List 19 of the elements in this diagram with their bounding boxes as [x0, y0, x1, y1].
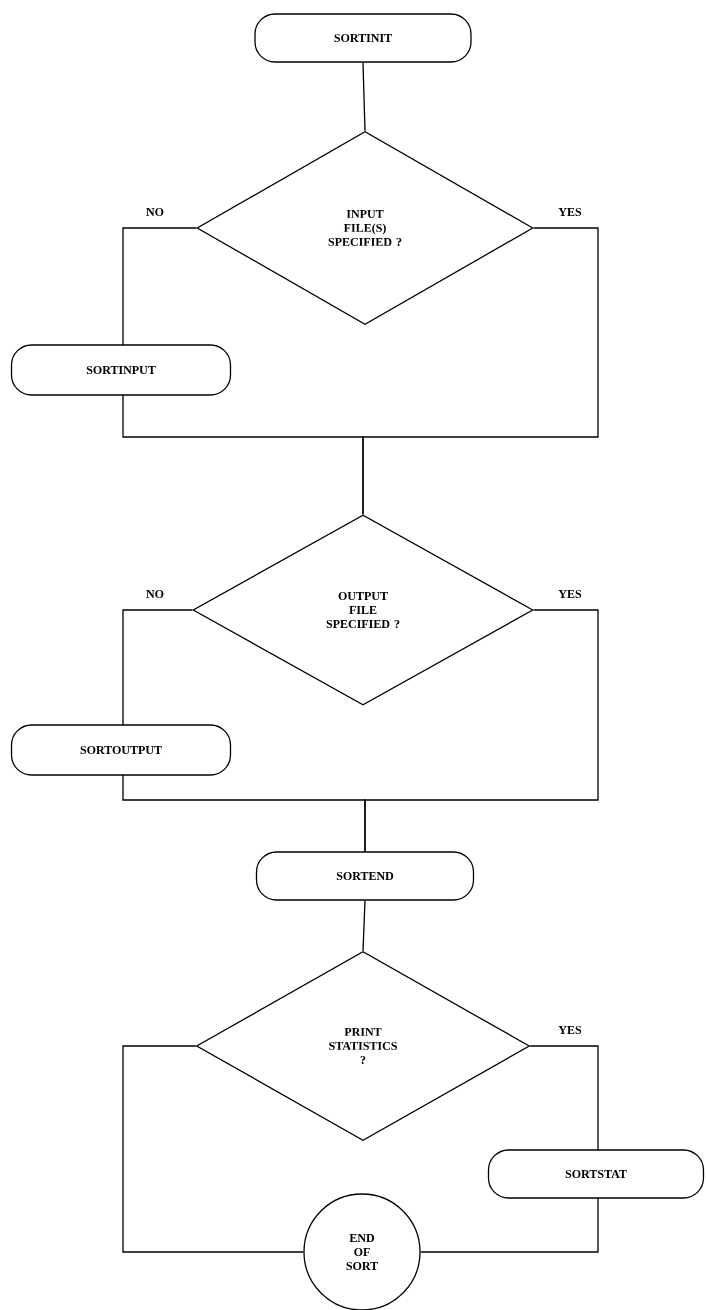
connector-line: [529, 1045, 599, 1151]
edge-label: NO: [145, 207, 165, 218]
terminal-box: SORTINPUT: [10, 344, 232, 396]
terminal-box: SORTSTAT: [487, 1149, 705, 1199]
terminal-box: SORTINIT: [254, 13, 472, 63]
edge-label: YES: [557, 589, 583, 600]
connector-line: [122, 1045, 304, 1253]
terminal-box: SORTOUTPUT: [10, 724, 232, 776]
edge-label: YES: [557, 207, 583, 218]
connector-line: [364, 609, 599, 852]
connector-line: [122, 227, 197, 346]
edge-label: NO: [145, 589, 165, 600]
connector-line: [362, 62, 366, 132]
terminal-box: SORTEND: [255, 851, 475, 901]
connector-line: [122, 609, 193, 726]
connector-line: [362, 227, 599, 515]
connector-line: [420, 1197, 599, 1253]
edge-label: YES: [557, 1025, 583, 1036]
connector-line: [362, 900, 366, 952]
